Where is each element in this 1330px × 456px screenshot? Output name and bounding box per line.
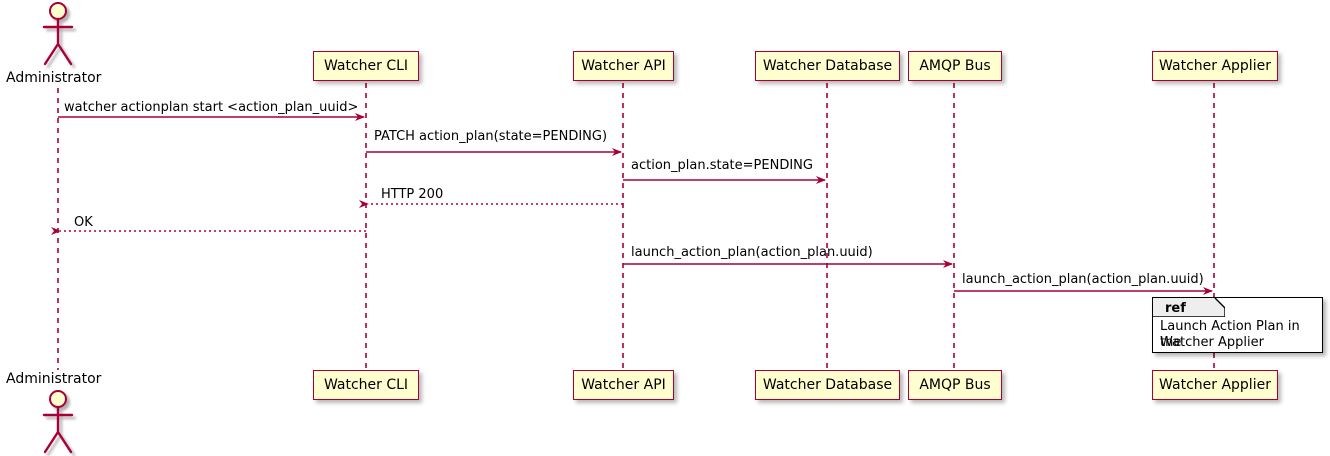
participant-label: AMQP Bus — [919, 377, 991, 393]
ref-body-line-2: Watcher Applier — [1160, 335, 1264, 351]
message-label-6: launch_action_plan(action_plan.uuid) — [962, 273, 1204, 286]
participant-label: Watcher API — [581, 58, 666, 74]
participant-box-watcher-api-bottom[interactable]: Watcher API — [573, 370, 674, 400]
participant-label: Watcher CLI — [323, 377, 409, 393]
participant-box-watcher-cli-bottom[interactable]: Watcher CLI — [313, 370, 419, 400]
participant-label: Watcher Database — [762, 377, 893, 393]
participant-box-watcher-database-bottom[interactable]: Watcher Database — [755, 370, 900, 400]
participant-box-watcher-api-top[interactable]: Watcher API — [573, 51, 674, 81]
message-label-0: watcher actionplan start <action_plan_uu… — [64, 101, 358, 114]
ref-tab-text: ref — [1165, 301, 1186, 316]
participant-label: Watcher CLI — [323, 58, 409, 74]
actor-body — [42, 17, 74, 66]
ref-body-text: Launch Action Plan in the — [1160, 319, 1300, 350]
message-label-2: action_plan.state=PENDING — [631, 159, 813, 172]
ref-body-text: Watcher Applier — [1160, 335, 1264, 350]
actor-head — [49, 2, 67, 20]
message-label-1: PATCH action_plan(state=PENDING) — [374, 130, 607, 143]
participant-label: Watcher Database — [762, 58, 893, 74]
message-text: HTTP 200 — [381, 187, 444, 202]
participant-label: Watcher Applier — [1159, 377, 1271, 393]
participant-label: AMQP Bus — [919, 58, 991, 74]
participant-label: Watcher Applier — [1159, 58, 1271, 74]
actor-figure-administrator-bottom[interactable] — [42, 390, 74, 454]
message-text: launch_action_plan(action_plan.uuid) — [962, 272, 1204, 287]
actor-label-text: Administrator — [6, 371, 102, 387]
message-text: PATCH action_plan(state=PENDING) — [374, 129, 608, 144]
message-label-5: launch_action_plan(action_plan.uuid) — [631, 246, 873, 259]
participant-label: Watcher API — [581, 377, 666, 393]
participant-box-amqp-bus-top[interactable]: AMQP Bus — [908, 51, 1002, 81]
participant-box-watcher-database-top[interactable]: Watcher Database — [755, 51, 900, 81]
message-arrows-group — [51, 113, 1213, 295]
ref-tab-label: ref — [1165, 302, 1186, 315]
message-label-3: HTTP 200 — [381, 188, 443, 201]
actor-figure-administrator-top[interactable] — [42, 2, 74, 66]
ref-body-line-1: Launch Action Plan in the — [1160, 319, 1322, 351]
actor-head — [49, 390, 67, 408]
message-text: launch_action_plan(action_plan.uuid) — [631, 245, 873, 260]
ref-fragment[interactable]: ref Launch Action Plan in the Watcher Ap… — [1152, 297, 1323, 353]
actor-label-text: Administrator — [6, 70, 102, 86]
message-label-4: OK — [74, 216, 93, 229]
message-text: action_plan.state=PENDING — [631, 158, 813, 173]
actor-label-administrator-top: Administrator — [6, 70, 101, 86]
actor-figures-group — [42, 2, 74, 454]
participant-box-watcher-cli-top[interactable]: Watcher CLI — [313, 51, 419, 81]
message-text: OK — [74, 215, 93, 230]
participant-box-watcher-applier-bottom[interactable]: Watcher Applier — [1152, 370, 1278, 400]
message-text: watcher actionplan start <action_plan_uu… — [64, 100, 359, 115]
participant-box-watcher-applier-top[interactable]: Watcher Applier — [1152, 51, 1278, 81]
actor-body — [42, 405, 74, 454]
actor-label-administrator-bottom: Administrator — [6, 371, 101, 387]
participant-box-amqp-bus-bottom[interactable]: AMQP Bus — [908, 370, 1002, 400]
ref-tab-shape — [1153, 298, 1225, 317]
lifelines-group — [57, 83, 1215, 370]
